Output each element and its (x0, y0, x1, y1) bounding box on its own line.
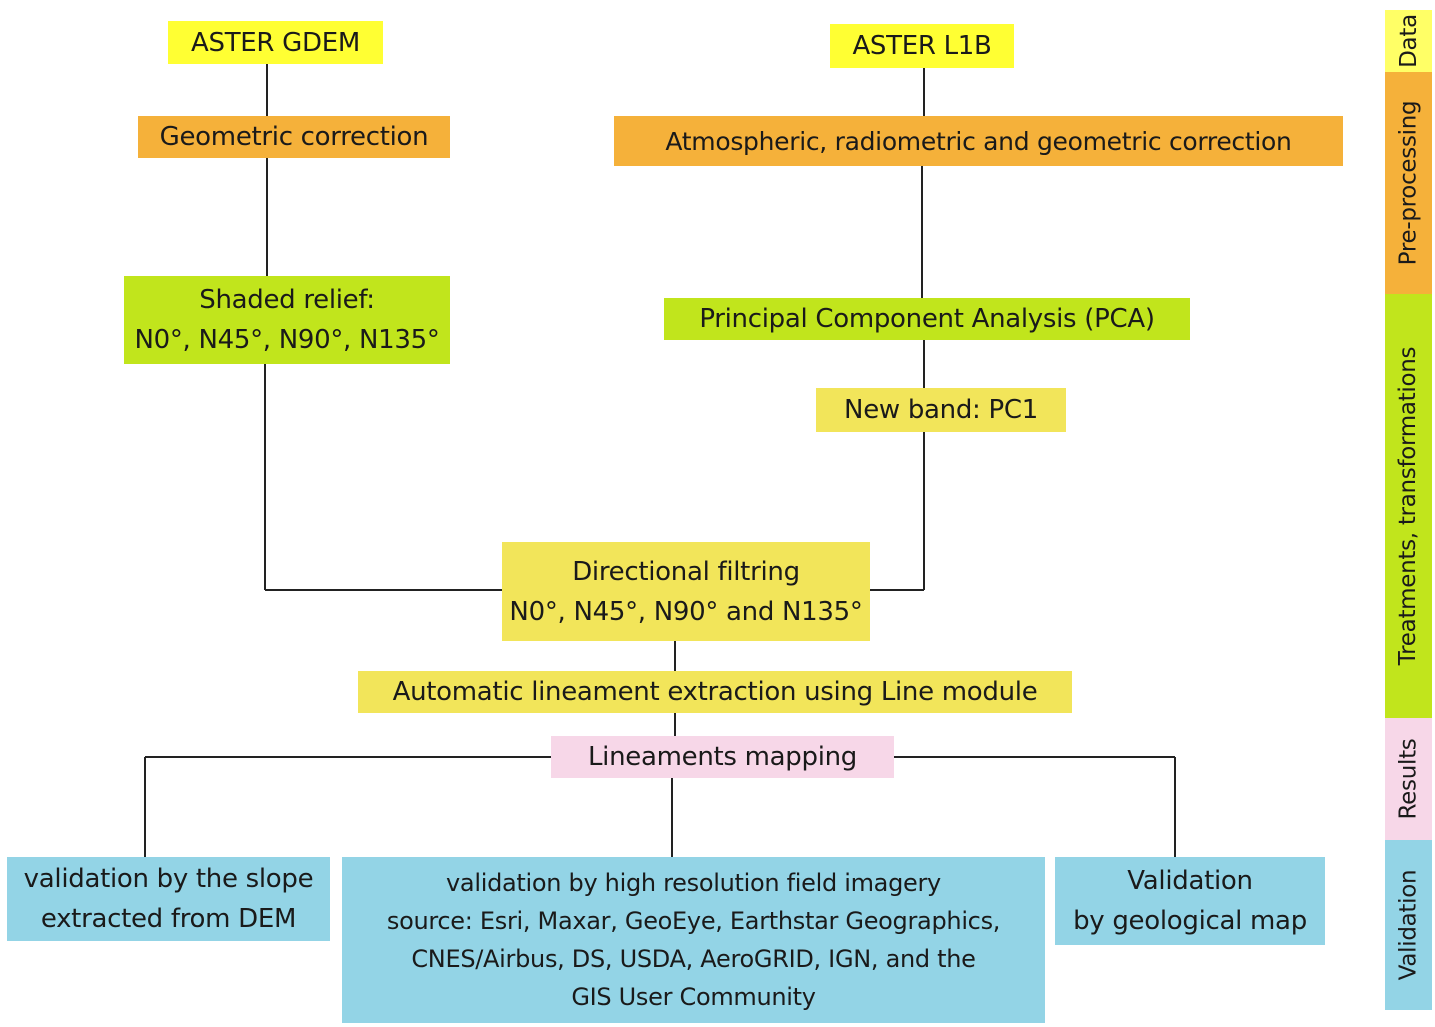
stage-label-validation: Validation (1395, 869, 1422, 981)
aster-gdem-node: ASTER GDEM (168, 21, 383, 64)
stage-band-treatments: Treatments, transformations (1385, 294, 1432, 718)
automatic-lineament-extraction-node: Automatic lineament extraction using Lin… (358, 671, 1072, 713)
stage-band-data: Data (1385, 10, 1432, 72)
new-band-pc1-node: New band: PC1 (816, 388, 1066, 432)
lineaments-mapping-node: Lineaments mapping (551, 736, 894, 778)
aster-l1b-node: ASTER L1B (830, 24, 1014, 68)
stage-label-data: Data (1395, 14, 1422, 68)
validation-imagery-node: validation by high resolution field imag… (342, 857, 1045, 1023)
stage-band-validation: Validation (1385, 840, 1432, 1010)
stage-band-preprocessing: Pre-processing (1385, 72, 1432, 294)
stage-label-results: Results (1395, 738, 1422, 820)
stage-band-results: Results (1385, 718, 1432, 840)
geometric-correction-node: Geometric correction (138, 116, 450, 158)
shaded-relief-node: Shaded relief: N0°, N45°, N90°, N135° (124, 276, 450, 364)
validation-slope-node: validation by the slope extracted from D… (7, 857, 330, 941)
directional-filtering-node: Directional filtring N0°, N45°, N90° and… (502, 542, 870, 641)
atmospheric-radiometric-geometric-correction-node: Atmospheric, radiometric and geometric c… (614, 116, 1343, 166)
validation-geological-map-node: Validation by geological map (1055, 857, 1325, 945)
stage-label-treatments: Treatments, transformations (1395, 346, 1422, 666)
stage-label-preprocessing: Pre-processing (1395, 100, 1422, 266)
pca-node: Principal Component Analysis (PCA) (664, 298, 1190, 340)
